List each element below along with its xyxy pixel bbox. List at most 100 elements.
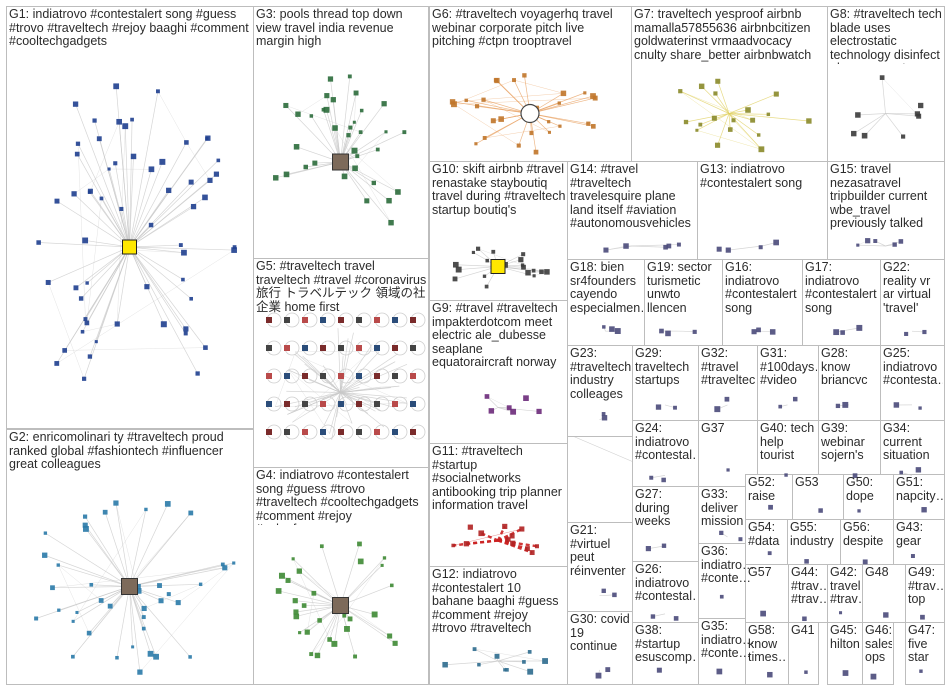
edge (129, 244, 181, 248)
edge (453, 79, 515, 105)
network-node (919, 669, 923, 673)
network-node (558, 124, 562, 128)
network-node (87, 188, 93, 194)
edge (733, 120, 762, 150)
network-node (452, 261, 459, 268)
network-node (502, 523, 508, 530)
network-node (475, 246, 481, 251)
network-node (716, 246, 722, 252)
network-node (609, 326, 615, 332)
network-node (131, 645, 135, 649)
network-node (159, 158, 166, 165)
edge (696, 130, 762, 150)
network-node (82, 376, 87, 381)
network-node (392, 317, 398, 323)
network-node (266, 373, 272, 379)
edge (75, 246, 130, 289)
network-node (283, 171, 290, 178)
network-node (75, 141, 81, 146)
network-node (601, 412, 606, 416)
network-node (62, 348, 68, 353)
network-node (910, 554, 915, 558)
network-node (82, 237, 89, 244)
edge (129, 503, 169, 587)
group-nodes-g14 (603, 242, 681, 253)
network-node (99, 196, 104, 201)
edge (483, 99, 550, 133)
network-node (482, 135, 487, 140)
group-nodes-g11 (451, 523, 539, 556)
group-nodes-g32 (714, 396, 730, 413)
network-node (467, 524, 473, 530)
group-nodes-g21 (599, 588, 617, 598)
group-nodes-g30 (595, 667, 611, 679)
edge (864, 113, 886, 136)
edge (129, 246, 206, 348)
network-node (536, 408, 542, 415)
network-node (804, 559, 809, 564)
network-node (74, 151, 80, 157)
network-node (54, 361, 60, 366)
edge (340, 392, 385, 428)
network-node (715, 78, 721, 84)
edge (186, 142, 211, 181)
network-node (493, 78, 499, 83)
network-node (213, 171, 220, 177)
edge (380, 385, 400, 388)
network-node (302, 317, 308, 323)
network-node (395, 189, 401, 195)
network-node (284, 317, 290, 323)
edge (857, 244, 886, 247)
group-label-g1: G1: indiatrovo #contestalert song #guess… (9, 8, 252, 49)
network-node (54, 198, 60, 204)
group-nodes-g7 (678, 78, 812, 153)
network-node (338, 373, 344, 379)
group-label-g18: G18: bien sr4founders cayendo especialme… (570, 261, 643, 315)
network-node (768, 504, 773, 510)
group-nodes-g25 (893, 402, 922, 410)
network-node (293, 144, 300, 150)
group-label-g15: G15: travel nezasatravel tripbuilder cur… (830, 163, 928, 231)
group-nodes-g40 (784, 473, 788, 477)
network-node (183, 326, 189, 332)
network-node (96, 136, 102, 142)
network-node (452, 276, 458, 282)
edge (340, 387, 360, 393)
edge (685, 113, 730, 123)
network-node (477, 662, 481, 667)
edge (307, 593, 315, 633)
group-boxes (6, 6, 945, 685)
network-node (71, 619, 75, 623)
network-node (122, 123, 129, 130)
network-node (533, 149, 539, 155)
edge (340, 387, 391, 393)
network-node (358, 130, 363, 135)
network-node (442, 661, 448, 668)
group-label-g23: G23: #traveltech industry colleages frie… (570, 347, 631, 401)
network-node (481, 97, 486, 102)
network-node (852, 473, 858, 478)
edge (56, 246, 130, 364)
network-node (284, 401, 290, 407)
network-node (73, 285, 79, 291)
network-node (392, 373, 398, 379)
group-label-g48: G48 (865, 566, 889, 579)
network-node (292, 598, 298, 604)
network-node (806, 118, 812, 124)
edge (90, 191, 130, 248)
network-node (388, 219, 394, 226)
network-node (148, 166, 155, 173)
network-node (355, 154, 360, 159)
group-nodes-g48 (883, 612, 889, 618)
edge (38, 242, 130, 248)
network-node (750, 117, 756, 123)
edge (311, 615, 345, 655)
network-node (773, 91, 779, 97)
group-label-g51: G51: napcity… #innov… (896, 476, 943, 503)
edge (144, 584, 201, 609)
edge (286, 390, 341, 393)
edge (108, 168, 130, 248)
network-node (107, 603, 113, 609)
network-node (544, 269, 550, 275)
group-label-g8: G8: #traveltech tech blade uses electros… (830, 8, 942, 64)
